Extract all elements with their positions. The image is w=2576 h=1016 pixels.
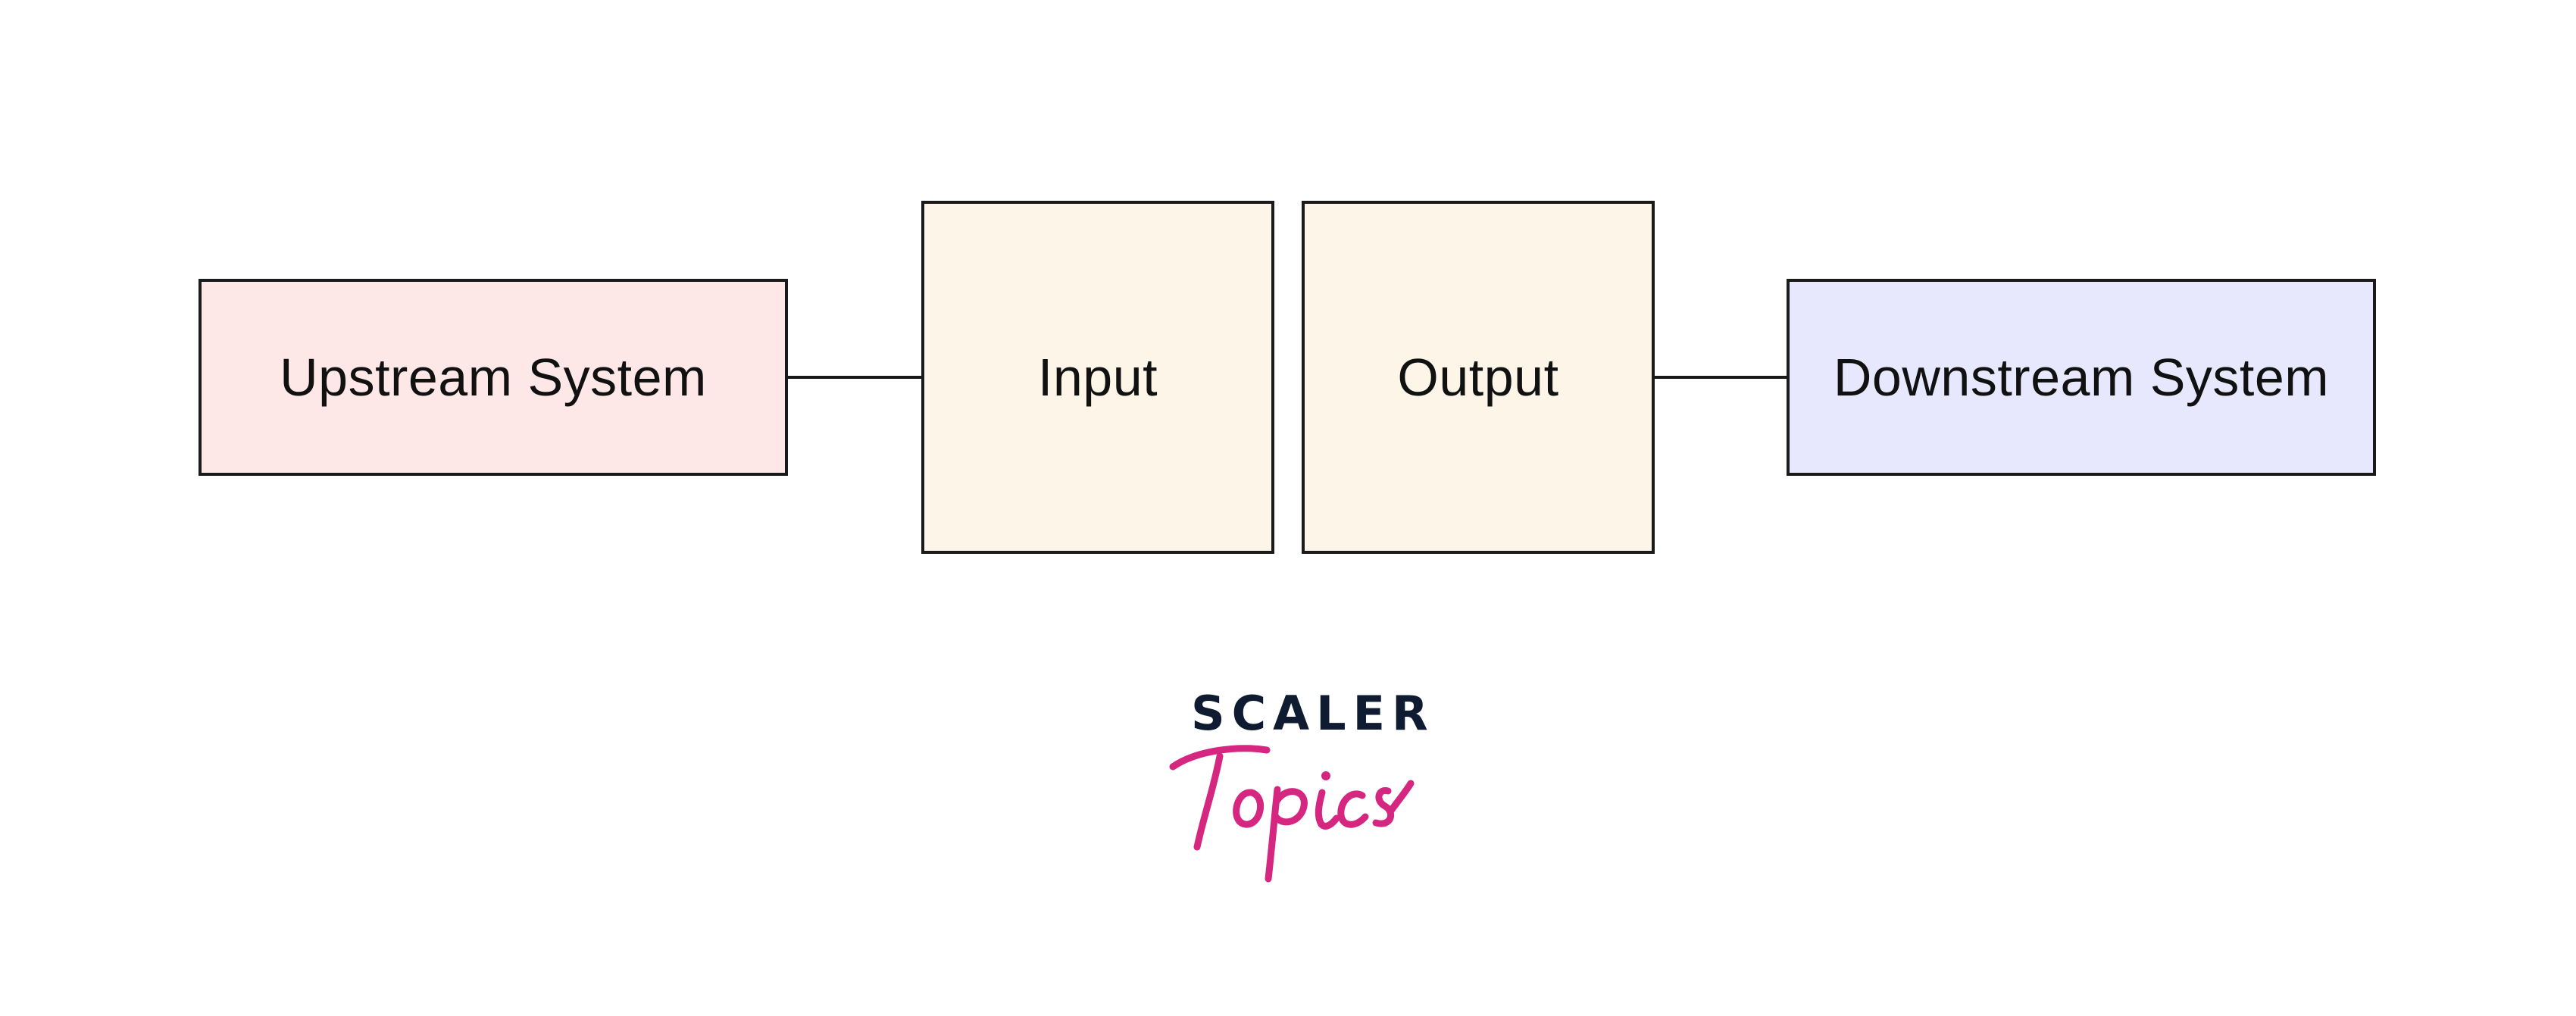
node-output-label: Output [1397,348,1559,407]
node-upstream-system-label: Upstream System [280,348,707,407]
logo-script-topics [1169,745,1415,883]
node-upstream-system: Upstream System [199,279,788,476]
edge-upstream-input [785,376,923,379]
node-output: Output [1302,201,1655,554]
node-input-label: Input [1037,348,1158,407]
edge-output-downstream [1652,376,1790,379]
node-downstream-system: Downstream System [1787,279,2376,476]
logo-wordmark: SCALER [1191,686,1435,741]
node-input: Input [921,201,1274,554]
node-downstream-system-label: Downstream System [1833,348,2330,407]
scaler-topics-logo: SCALER [1167,686,1428,883]
